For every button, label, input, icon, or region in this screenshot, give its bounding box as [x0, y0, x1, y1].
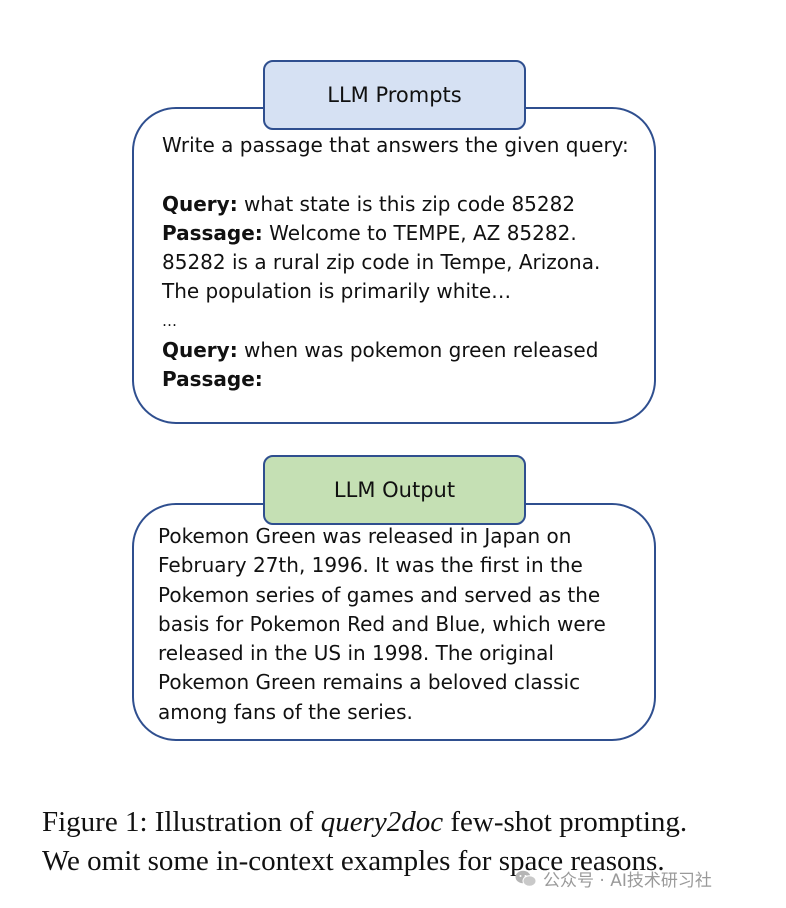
caption-method: query2doc	[320, 806, 444, 838]
example-passage-text-1: Welcome to TEMPE, AZ 85282.	[262, 220, 577, 245]
example-passage-text-2: 85282 is a rural zip code in Tempe, Ariz…	[162, 250, 601, 275]
example-query-line: Query: what state is this zip code 85282	[162, 190, 629, 219]
prompt-panel-label: LLM Prompts	[263, 60, 526, 130]
target-passage-line: Passage:	[162, 365, 629, 394]
output-panel	[132, 503, 656, 741]
prompt-panel-text: Write a passage that answers the given q…	[162, 131, 629, 395]
example-query-text: what state is this zip code 85282	[237, 191, 576, 216]
output-line: among fans of the series.	[158, 699, 413, 724]
watermark: 公众号 · AI技术研习社	[515, 866, 712, 891]
target-passage-key: Passage:	[162, 367, 263, 392]
watermark-text: 公众号 · AI技术研习社	[543, 871, 712, 891]
output-line: basis for Pokemon Red and Blue, which we…	[158, 611, 606, 636]
example-query-key: Query:	[162, 191, 238, 216]
target-query-line: Query: when was pokemon green released	[162, 336, 629, 365]
wechat-icon	[515, 870, 537, 888]
output-panel-label: LLM Output	[263, 455, 526, 525]
caption-line-1: Figure 1: Illustration of query2doc few-…	[42, 803, 762, 842]
example-passage-line: Passage: Welcome to TEMPE, AZ 85282.	[162, 219, 629, 248]
figure-caption: Figure 1: Illustration of query2doc few-…	[42, 803, 762, 881]
caption-suffix: few-shot prompting.	[443, 806, 688, 838]
output-panel-text: Pokemon Green was released in Japan on F…	[158, 522, 606, 727]
prompt-panel	[132, 107, 656, 424]
output-line: Pokemon Green remains a beloved classic	[158, 670, 581, 695]
caption-prefix: Figure 1: Illustration of	[42, 806, 321, 838]
output-line: Pokemon Green was released in Japan on	[158, 524, 572, 548]
example-passage-key: Passage:	[162, 220, 263, 245]
output-line: released in the US in 1998. The original	[158, 641, 554, 666]
output-line: Pokemon series of games and served as th…	[158, 582, 601, 607]
prompt-instruction: Write a passage that answers the given q…	[162, 133, 629, 157]
example-passage-text-3: The population is primarily white…	[162, 279, 512, 304]
target-query-text: when was pokemon green released	[237, 338, 599, 363]
omitted-examples-ellipsis: …	[162, 311, 177, 330]
caption-line-2: We omit some in-context examples for spa…	[42, 845, 665, 877]
target-query-key: Query:	[162, 338, 238, 363]
output-line: February 27th, 1996. It was the first in…	[158, 553, 583, 578]
